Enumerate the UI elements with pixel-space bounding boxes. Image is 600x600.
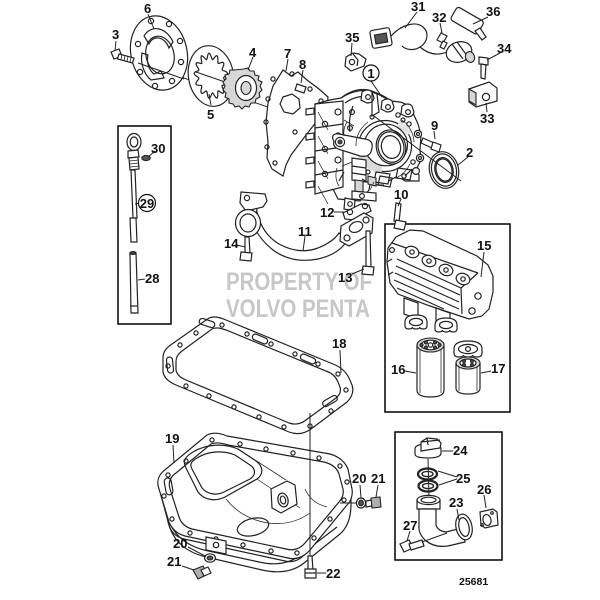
svg-text:7: 7	[284, 46, 291, 61]
svg-text:5: 5	[207, 107, 214, 122]
svg-text:17: 17	[491, 361, 505, 376]
svg-text:11: 11	[298, 224, 312, 239]
svg-text:13: 13	[338, 270, 352, 285]
svg-text:2: 2	[466, 145, 473, 160]
svg-text:24: 24	[453, 443, 468, 458]
svg-text:12: 12	[320, 205, 334, 220]
svg-text:25: 25	[456, 471, 470, 486]
svg-text:21: 21	[167, 554, 181, 569]
svg-text:33: 33	[480, 111, 494, 126]
svg-text:10: 10	[394, 187, 408, 202]
svg-text:36: 36	[486, 4, 500, 19]
svg-text:30: 30	[151, 141, 165, 156]
svg-text:6: 6	[144, 1, 151, 16]
svg-text:26: 26	[477, 482, 491, 497]
svg-text:PROPERTY OF: PROPERTY OF	[226, 268, 372, 296]
svg-text:27: 27	[403, 518, 417, 533]
svg-text:35: 35	[345, 30, 359, 45]
svg-text:23: 23	[449, 495, 463, 510]
svg-text:21: 21	[371, 471, 385, 486]
svg-text:20: 20	[173, 536, 187, 551]
svg-text:25681: 25681	[459, 576, 488, 588]
svg-text:31: 31	[411, 0, 425, 14]
svg-text:19: 19	[165, 431, 179, 446]
svg-text:28: 28	[145, 271, 159, 286]
svg-text:4: 4	[249, 45, 257, 60]
svg-text:29: 29	[140, 196, 154, 211]
svg-text:VOLVO PENTA: VOLVO PENTA	[226, 295, 370, 323]
svg-text:14: 14	[224, 236, 239, 251]
svg-text:1: 1	[367, 66, 374, 81]
svg-text:32: 32	[432, 10, 446, 25]
svg-text:18: 18	[332, 336, 346, 351]
svg-text:34: 34	[497, 41, 512, 56]
svg-text:16: 16	[391, 362, 405, 377]
svg-text:15: 15	[477, 238, 491, 253]
svg-text:9: 9	[431, 118, 438, 133]
svg-text:20: 20	[352, 471, 366, 486]
svg-text:8: 8	[299, 57, 306, 72]
svg-text:22: 22	[326, 566, 340, 581]
svg-text:3: 3	[112, 27, 119, 42]
